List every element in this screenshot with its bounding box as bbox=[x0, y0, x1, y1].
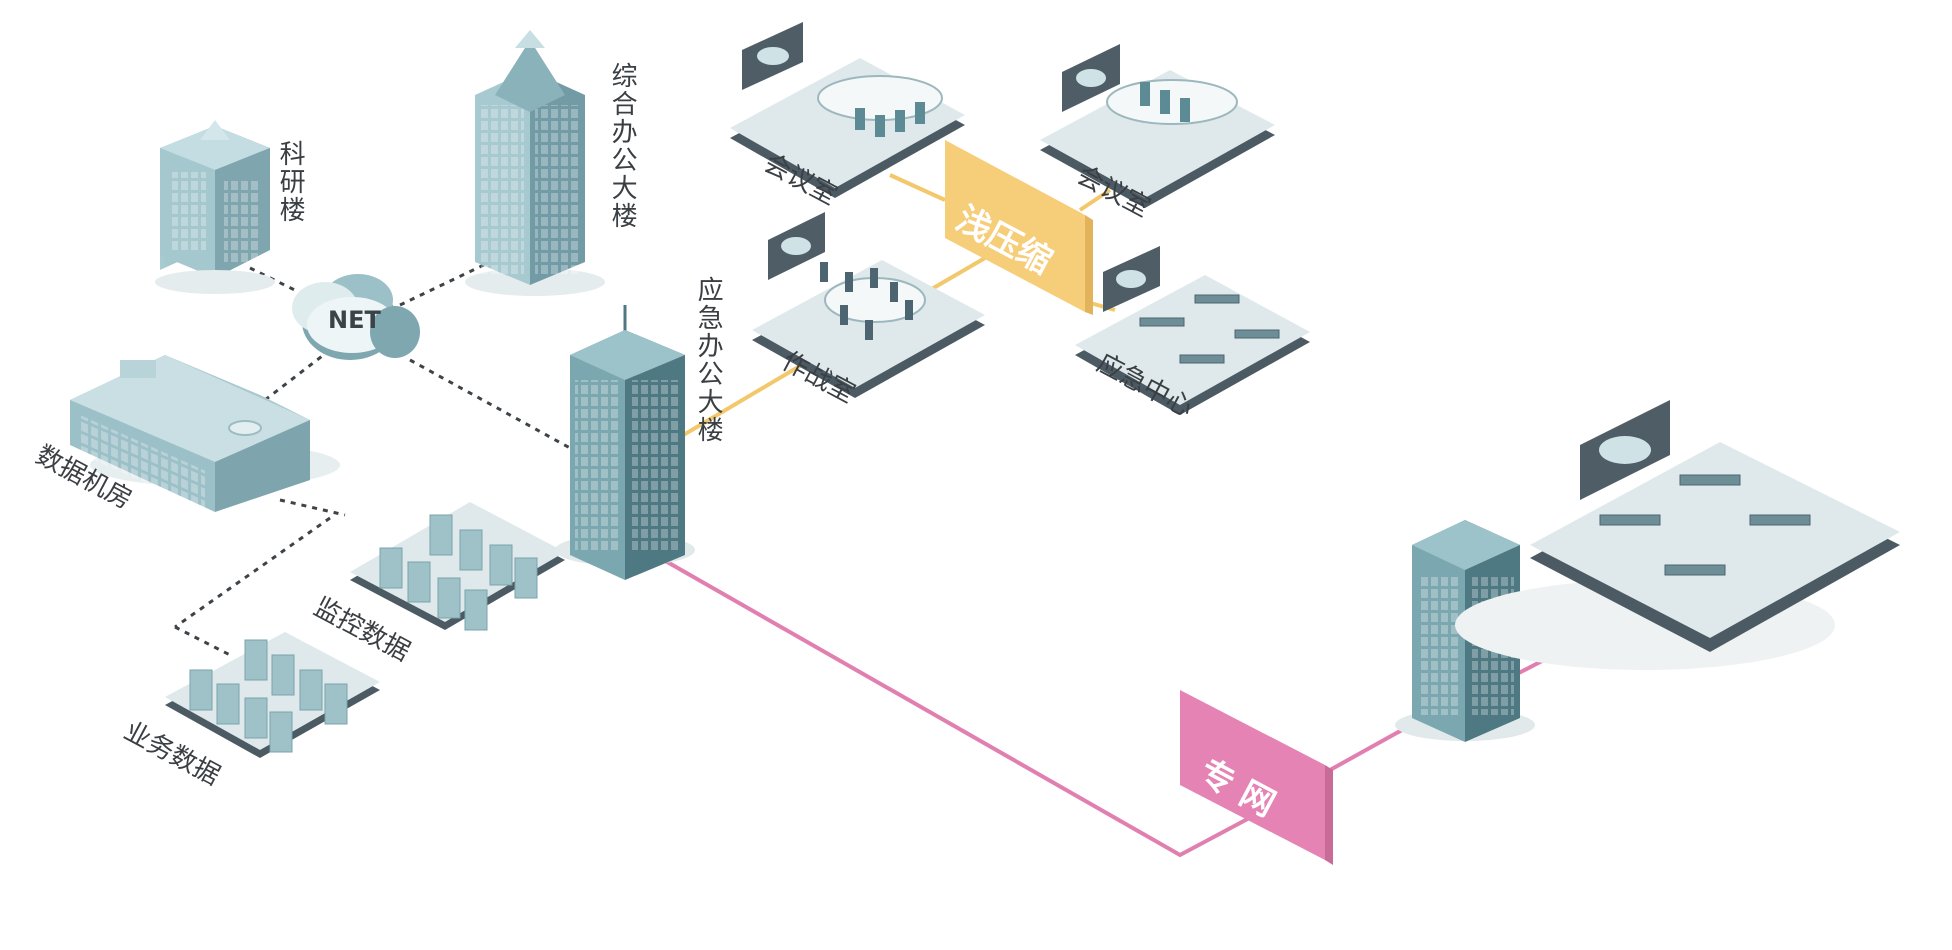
screen-icon bbox=[1103, 246, 1160, 312]
research-building bbox=[155, 120, 275, 294]
screen-icon bbox=[742, 22, 803, 90]
meeting-room-2-platform bbox=[1040, 44, 1275, 208]
compression-badge bbox=[945, 140, 1093, 315]
war-room-platform bbox=[752, 212, 985, 398]
private-network-badge bbox=[1180, 690, 1333, 865]
dotted-links bbox=[174, 260, 571, 657]
compression-links bbox=[673, 173, 1116, 442]
net-label: NET bbox=[328, 306, 381, 334]
screen-icon bbox=[768, 212, 825, 280]
monitor-data-platform bbox=[350, 502, 565, 631]
meeting-room-1-platform bbox=[730, 22, 965, 198]
emergency-center-platform bbox=[1075, 246, 1310, 415]
emergency-office-label: 应急办公大楼 bbox=[693, 276, 724, 444]
office-tower bbox=[465, 30, 605, 296]
office-tower-label: 综合办公大楼 bbox=[607, 62, 638, 230]
research-building-label: 科研楼 bbox=[275, 140, 306, 224]
remote-command-platform bbox=[1455, 400, 1900, 670]
screen-icon bbox=[1580, 400, 1670, 500]
business-data-platform bbox=[165, 632, 380, 758]
net-cloud-icon bbox=[292, 274, 420, 360]
data-center-building bbox=[70, 355, 340, 512]
screen-icon bbox=[1062, 44, 1120, 112]
emergency-office-tower bbox=[555, 305, 695, 580]
